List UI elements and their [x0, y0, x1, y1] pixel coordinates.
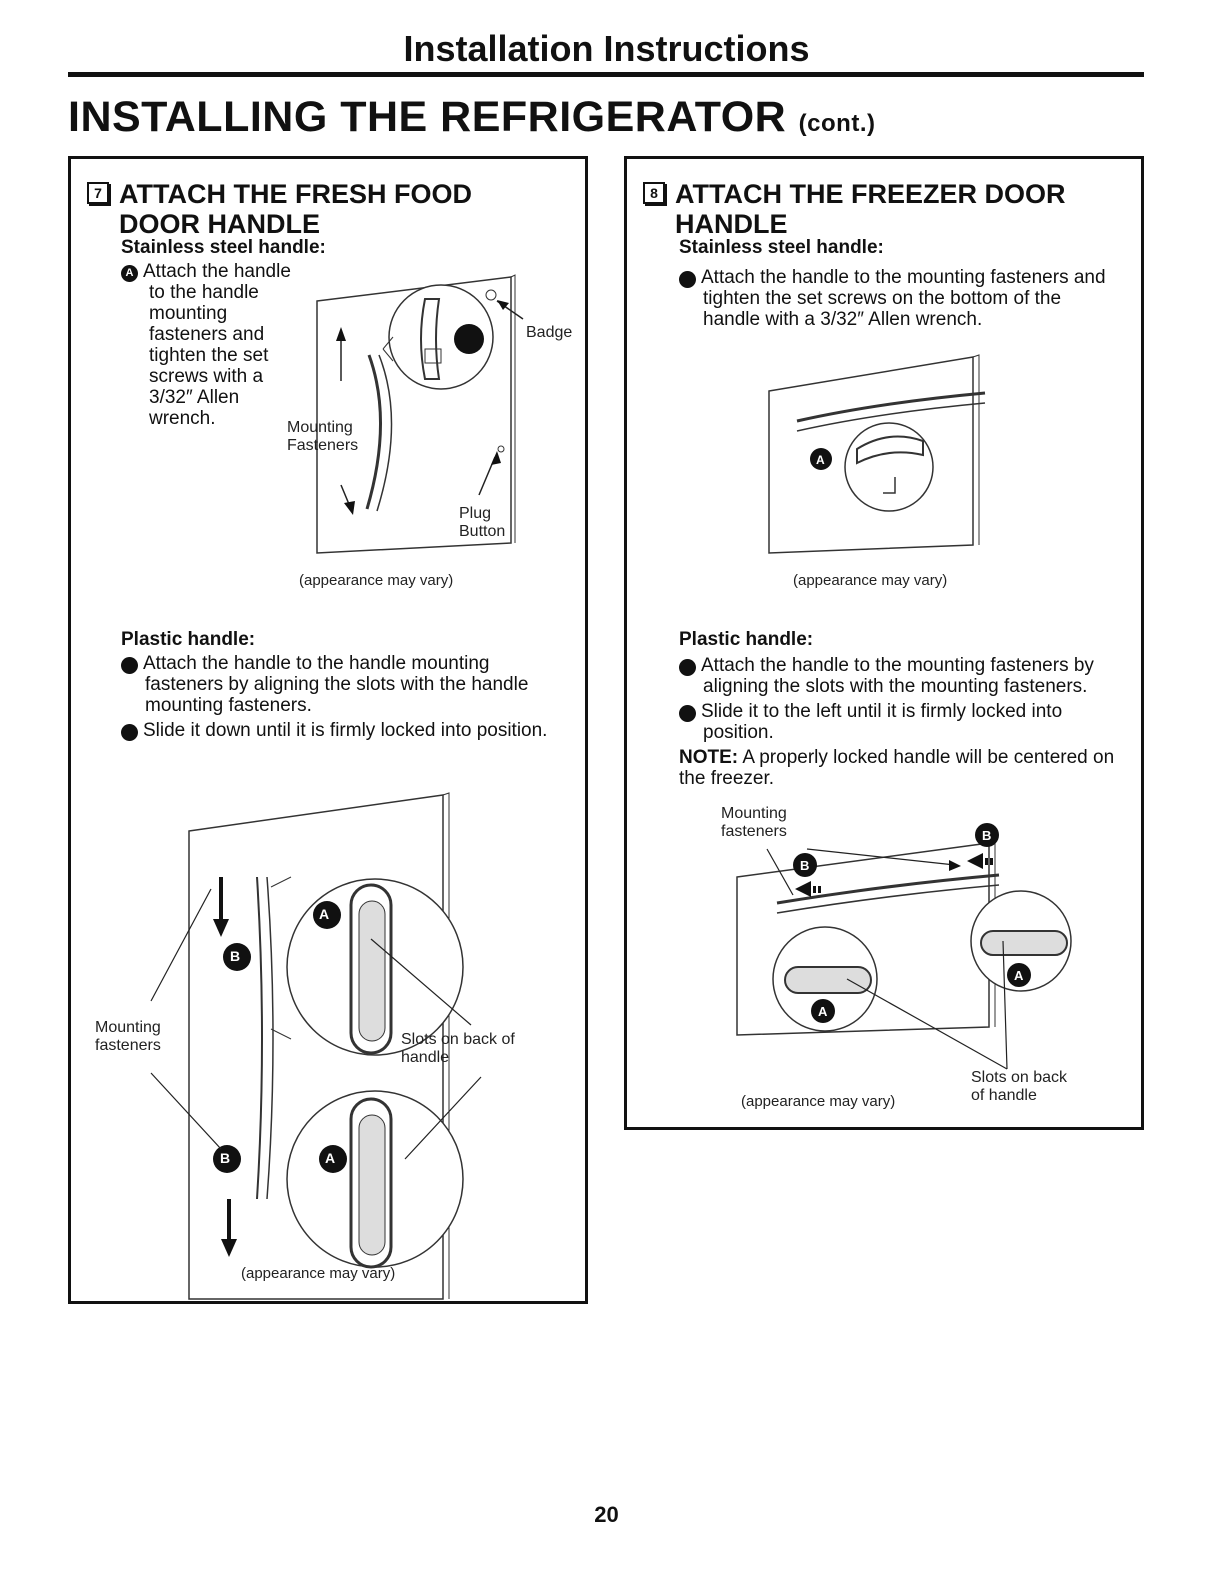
- fresh-food-stainless-handle-illustration: [316, 274, 524, 554]
- fig2-callout-b-top: B: [230, 948, 241, 964]
- left-stainless-instructions: A Attach the handle to the handle mountin…: [121, 261, 361, 429]
- mounting-label: Mounting: [287, 419, 353, 436]
- slots-line-2: handle: [401, 1049, 450, 1066]
- bullet-b-icon: B: [672, 705, 696, 722]
- button-label: Button: [459, 523, 506, 540]
- plug-label: Plug: [459, 505, 492, 522]
- left-stainless-line-8: wrench.: [149, 408, 216, 429]
- fig1-callout-a: A: [393, 328, 406, 347]
- note-text: A properly locked handle will be centere…: [679, 747, 1115, 789]
- bullet-a-icon: A: [672, 271, 696, 288]
- fig2-callout-b-bottom: B: [220, 1150, 231, 1166]
- step-7-title-line2: DOOR HANDLE: [119, 209, 320, 239]
- fasteners-label: fasteners: [721, 823, 787, 840]
- page-title-suffix: (cont.): [798, 110, 876, 137]
- right-fig2-callout-b-left: B: [800, 858, 810, 873]
- left-stainless-line-2: to the handle: [149, 282, 259, 303]
- freezer-plastic-handle-illustration: [736, 823, 1072, 1070]
- step-8-title-line2: HANDLE: [675, 209, 788, 239]
- right-fig1-caption: (appearance may vary): [793, 572, 948, 589]
- mounting-label: Mounting: [95, 1019, 161, 1036]
- right-stainless-instructions: A Attach the handle to the mounting faste…: [672, 267, 1119, 330]
- fasteners-label: fasteners: [95, 1037, 161, 1054]
- slots-line-1: Slots on back of: [401, 1031, 515, 1048]
- left-stainless-line-3: mounting: [149, 303, 228, 324]
- fasteners-label: Fasteners: [287, 437, 359, 454]
- step-8-title-line1: ATTACH THE FREEZER DOOR: [675, 179, 1066, 209]
- left-plastic-heading: Plastic handle:: [121, 629, 256, 650]
- right-plastic-instructions: A Attach the handle to the mounting faste…: [672, 655, 1129, 789]
- header-title: Installation Instructions: [403, 28, 810, 69]
- right-fig2-callout-a-left: A: [818, 1004, 828, 1019]
- bullet-a-icon: A: [114, 657, 138, 674]
- freezer-stainless-handle-illustration: [768, 354, 986, 554]
- bullet-b-icon: B: [114, 724, 138, 741]
- fresh-food-plastic-handle-illustration: [150, 792, 482, 1300]
- right-fig2-callout-b-right: B: [982, 828, 992, 843]
- left-fig1-caption: (appearance may vary): [299, 572, 454, 589]
- step-8-number: 8: [643, 181, 665, 204]
- left-fig2-caption: (appearance may vary): [241, 1265, 396, 1282]
- badge-label: Badge: [526, 324, 573, 341]
- mounting-label: Mounting: [721, 805, 787, 822]
- step-8-panel: 8 ATTACH THE FREEZER DOOR HANDLE Stainles…: [624, 156, 1144, 1130]
- fig2-callout-a-bottom: A: [325, 1150, 336, 1166]
- right-plastic-b-text: Slide it to the left until it is firmly …: [701, 701, 1063, 743]
- right-fig1-callout-a: A: [816, 453, 825, 467]
- fig2-callout-a-top: A: [319, 906, 330, 922]
- note: NOTE: A properly locked handle will be c…: [679, 747, 1129, 789]
- step-7-title: 7 ATTACH THE FRESH FOOD DOOR HANDLE: [87, 179, 472, 239]
- left-stainless-line-7: 3/32″ Allen: [149, 387, 240, 408]
- step-7-panel: 7 ATTACH THE FRESH FOOD DOOR HANDLE Stain…: [68, 156, 588, 1304]
- left-plastic-b-text: Slide it down until it is firmly locked …: [143, 720, 548, 741]
- left-stainless-line-6: screws with a: [149, 366, 264, 387]
- right-fig2-caption: (appearance may vary): [741, 1093, 896, 1110]
- bullet-a-icon: A: [672, 659, 696, 676]
- step-7-title-line1: ATTACH THE FRESH FOOD: [119, 179, 472, 209]
- step-8-title: 8 ATTACH THE FREEZER DOOR HANDLE: [643, 179, 1066, 239]
- left-stainless-line-1: Attach the handle: [143, 261, 291, 282]
- left-plastic-a-text: Attach the handle to the handle mounting…: [143, 653, 529, 716]
- step-7-number: 7: [87, 181, 109, 204]
- page-title-main: INSTALLING THE REFRIGERATOR: [68, 93, 787, 141]
- left-stainless-heading: Stainless steel handle:: [121, 237, 326, 258]
- right-stainless-text: Attach the handle to the mounting fasten…: [701, 267, 1106, 330]
- right-plastic-a-text: Attach the handle to the mounting fasten…: [701, 655, 1094, 697]
- page-title: INSTALLING THE REFRIGERATOR (cont.): [68, 93, 875, 142]
- right-plastic-heading: Plastic handle:: [679, 629, 814, 650]
- right-fig2-callout-a-right: A: [1014, 968, 1024, 983]
- slots-line-2: of handle: [971, 1087, 1037, 1104]
- left-plastic-instructions: A Attach the handle to the handle mountin…: [114, 653, 561, 741]
- note-label: NOTE:: [679, 747, 739, 768]
- bullet-a-icon: A: [121, 265, 138, 282]
- left-stainless-line-4: fasteners and: [149, 324, 265, 345]
- slots-line-1: Slots on back: [971, 1069, 1068, 1086]
- header-rule: [68, 72, 1144, 77]
- right-stainless-heading: Stainless steel handle:: [679, 237, 884, 258]
- left-stainless-line-5: tighten the set: [149, 345, 269, 366]
- page-number: 20: [594, 1502, 619, 1527]
